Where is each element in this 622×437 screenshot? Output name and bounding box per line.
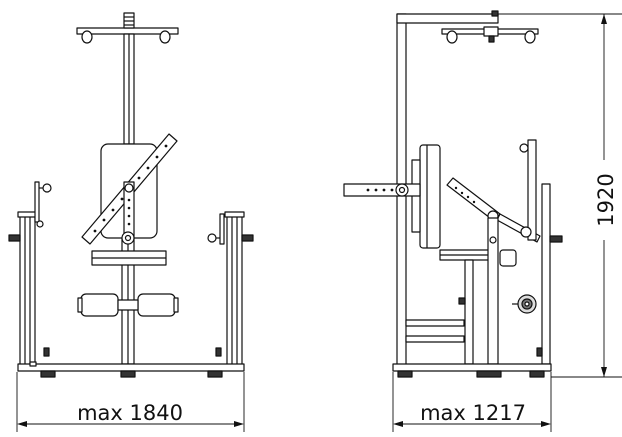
side-top-crossbar (441, 26, 539, 44)
side-base (392, 363, 552, 378)
front-leg-rollers (77, 293, 179, 317)
front-pivot-bracket (121, 181, 135, 245)
front-view: max 1840 (8, 12, 254, 432)
side-depth-dimension (392, 372, 552, 432)
side-back-pad (519, 139, 537, 241)
side-depth-label: max 1217 (420, 401, 526, 425)
front-left-frame (8, 181, 52, 366)
front-top-crossbar (76, 12, 179, 44)
front-seat (91, 250, 167, 266)
side-plate-storage (512, 294, 537, 314)
side-view: 1920 max 1217 (343, 10, 622, 432)
front-width-dimension (16, 372, 245, 432)
front-base (17, 347, 245, 378)
side-height-label: 1920 (594, 173, 618, 226)
side-lower-crossbars (405, 319, 465, 343)
front-width-label: max 1840 (77, 401, 183, 425)
side-height-dimension (498, 13, 622, 378)
side-horizontal-arm (343, 183, 421, 197)
front-right-frame (207, 211, 254, 366)
side-seat-post (458, 259, 474, 365)
side-rear-column (536, 183, 563, 365)
